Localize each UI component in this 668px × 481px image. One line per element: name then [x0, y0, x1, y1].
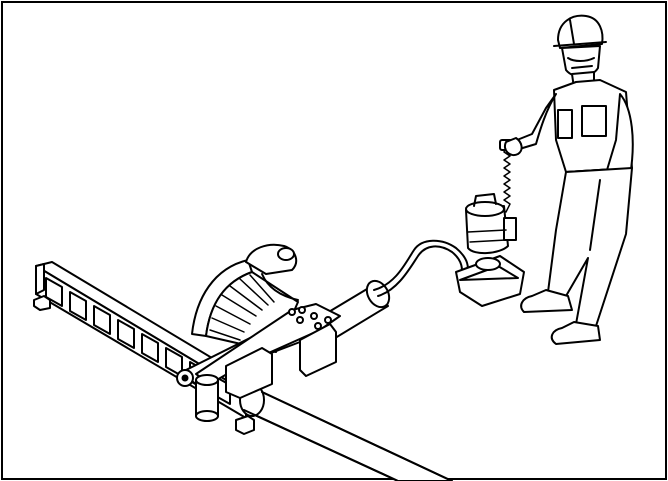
shoe-ribs — [209, 274, 275, 341]
link-plates — [181, 303, 341, 399]
hydraulic-hose — [373, 239, 469, 297]
pipe-foreground — [239, 383, 453, 481]
pivot-roller — [176, 369, 219, 422]
hydraulic-pump — [455, 193, 525, 307]
worker-figure — [504, 14, 634, 345]
